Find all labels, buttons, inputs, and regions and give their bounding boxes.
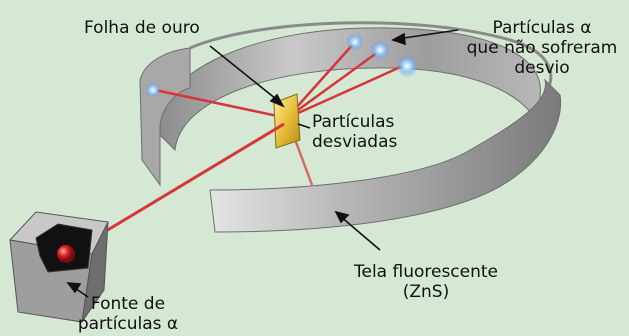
screen-front-wall bbox=[209, 78, 562, 233]
arrow-gold-foil bbox=[209, 45, 282, 104]
ray-to-left bbox=[154, 88, 288, 120]
label-source-line2: partículas α bbox=[77, 314, 179, 334]
leader-lines bbox=[66, 29, 459, 298]
label-gold-foil: Folha de ouro bbox=[84, 18, 200, 38]
label-undeflected-line3: desvio bbox=[514, 58, 570, 78]
arrow-screen bbox=[339, 215, 381, 251]
label-deflected: Partículas desviadas bbox=[312, 112, 397, 152]
label-deflected-line2: desviadas bbox=[312, 132, 398, 152]
flash-4 bbox=[145, 82, 161, 98]
flash-3 bbox=[396, 55, 418, 77]
ray-to-top-right-1 bbox=[286, 50, 379, 120]
screen-back-wall bbox=[158, 27, 541, 152]
ray-to-top-center bbox=[286, 41, 356, 119]
label-source-line1: Fonte de bbox=[90, 294, 166, 314]
arrow-undeflected bbox=[396, 29, 459, 40]
label-deflected-line1: Partículas bbox=[312, 112, 395, 132]
alpha-source bbox=[9, 211, 109, 323]
flash-2 bbox=[370, 40, 390, 60]
label-screen: Tela fluorescente (ZnS) bbox=[336, 262, 516, 302]
label-screen-line1: Tela fluorescente bbox=[353, 262, 499, 282]
label-screen-line2: (ZnS) bbox=[402, 282, 450, 302]
ray-to-top-right-2 bbox=[286, 63, 406, 120]
arrow-deflected bbox=[297, 123, 311, 129]
label-undeflected-line1: Partículas α bbox=[492, 18, 592, 38]
label-undeflected: Partículas α que não sofreram desvio bbox=[462, 18, 622, 78]
screen-rim bbox=[189, 21, 553, 96]
flash-1 bbox=[346, 33, 364, 51]
label-undeflected-line2: que não sofreram bbox=[466, 38, 618, 58]
gold-foil bbox=[273, 93, 301, 149]
source-radium bbox=[57, 245, 75, 263]
scintillation-flashes bbox=[145, 33, 418, 98]
label-source: Fonte de partículas α bbox=[58, 294, 198, 334]
